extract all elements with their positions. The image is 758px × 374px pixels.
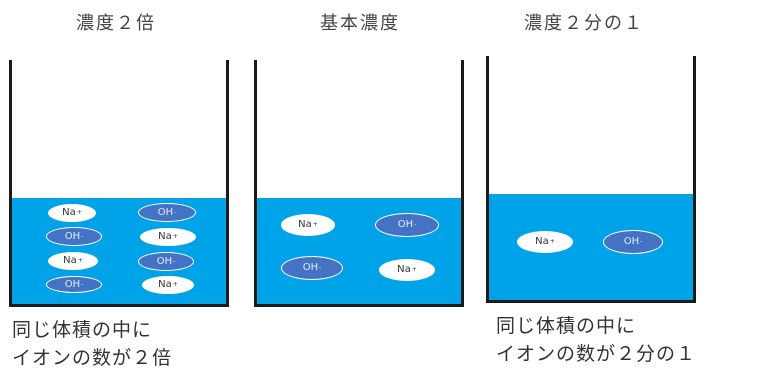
beaker-double: Na+ OH- OH- Na+ Na+ OH- OH- Na+: [9, 60, 229, 307]
ion-label: OH: [156, 255, 173, 267]
ion-label: OH: [64, 230, 81, 242]
beaker-base: Na+ OH- OH- Na+: [254, 60, 464, 307]
ion-label: Na: [158, 231, 172, 242]
ion-charge: +: [172, 233, 178, 240]
title-base-concentration: 基本濃度: [320, 13, 400, 34]
oh-ion: OH-: [138, 252, 194, 271]
title-double-concentration: 濃度２倍: [76, 13, 156, 34]
water-half: Na+ OH-: [489, 194, 693, 300]
na-ion: Na+: [140, 228, 196, 246]
caption-double-line2: イオンの数が２倍: [12, 347, 173, 369]
ion-label: Na: [63, 255, 77, 266]
na-ion: Na+: [142, 276, 194, 294]
caption-half-line1: 同じ体積の中に: [496, 315, 637, 337]
oh-ion: OH-: [281, 256, 343, 280]
ion-charge: +: [172, 281, 178, 288]
ion-charge: -: [319, 264, 322, 271]
na-ion: Na+: [281, 214, 335, 236]
ion-label: OH: [64, 278, 81, 290]
water-double: Na+ OH- OH- Na+ Na+ OH- OH- Na+: [12, 198, 226, 304]
ion-charge: +: [312, 221, 318, 228]
oh-ion: OH-: [375, 213, 439, 237]
oh-ion: OH-: [603, 230, 663, 254]
ion-label: Na: [62, 207, 76, 218]
oh-ion: OH-: [138, 203, 196, 222]
na-ion: Na+: [48, 252, 98, 270]
na-ion: Na+: [48, 204, 96, 222]
ion-label: OH: [157, 206, 174, 218]
ion-charge: -: [81, 280, 84, 288]
ion-charge: +: [77, 257, 83, 264]
beaker-half: Na+ OH-: [486, 56, 696, 303]
ion-label: Na: [535, 236, 549, 247]
ion-label: OH: [302, 262, 319, 273]
title-half-concentration: 濃度２分の１: [524, 13, 644, 34]
caption-half-line2: イオンの数が２分の１: [496, 343, 697, 365]
caption-half: 同じ体積の中に イオンの数が２分の１: [496, 312, 696, 368]
ion-label: Na: [158, 279, 172, 290]
water-base: Na+ OH- OH- Na+: [257, 198, 461, 304]
ion-charge: -: [174, 208, 177, 216]
ion-charge: -: [81, 232, 84, 240]
ion-label: Na: [397, 264, 411, 275]
ion-label: Na: [298, 219, 312, 230]
oh-ion: OH-: [46, 227, 102, 246]
caption-double-line1: 同じ体積の中に: [12, 319, 153, 341]
ion-charge: -: [640, 238, 643, 245]
ion-charge: +: [549, 238, 555, 245]
na-ion: Na+: [379, 259, 435, 281]
ion-charge: -: [173, 257, 176, 265]
ion-charge: +: [411, 266, 417, 273]
ion-charge: -: [414, 221, 417, 228]
ion-label: OH: [623, 236, 640, 247]
ion-charge: +: [76, 209, 82, 216]
na-ion: Na+: [517, 231, 573, 253]
ion-label: OH: [397, 219, 414, 230]
caption-double: 同じ体積の中に イオンの数が２倍: [12, 316, 172, 372]
oh-ion: OH-: [46, 276, 102, 293]
